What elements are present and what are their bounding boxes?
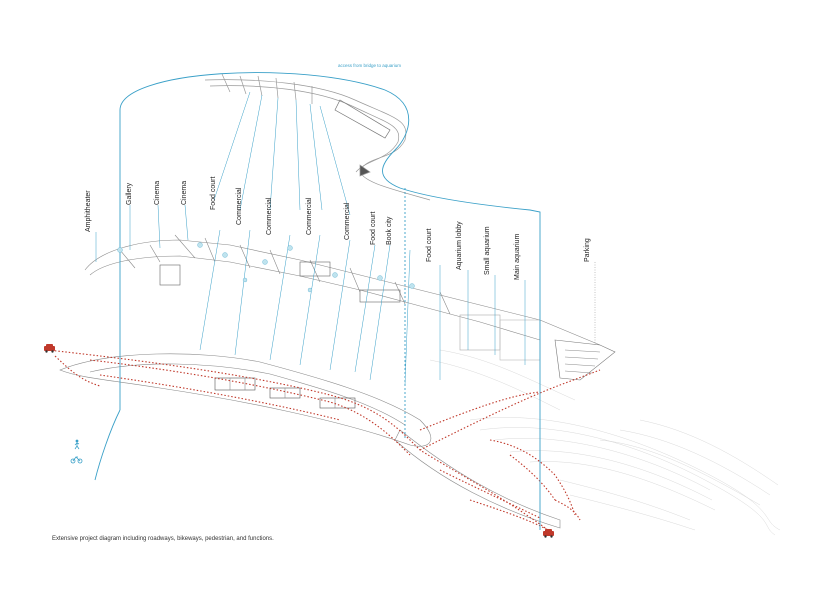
functions-layer xyxy=(84,234,616,381)
label-small-aquarium: Small aquarium xyxy=(484,226,491,275)
label-cinema-2: Cinema xyxy=(181,180,188,205)
label-gallery: Gallery xyxy=(126,182,133,205)
label-food-court-2: Food court xyxy=(370,211,377,245)
label-food-court-1: Food court xyxy=(210,176,217,210)
label-commercial-1: Commercial xyxy=(236,187,243,225)
label-food-court-3: Food court xyxy=(426,228,433,262)
bicycle-icon xyxy=(70,456,83,464)
trees xyxy=(117,242,415,293)
figure-caption: Extensive project diagram including road… xyxy=(52,536,274,542)
label-commercial-2: Commercial xyxy=(266,197,273,235)
label-amphitheater: Amphitheater xyxy=(85,190,92,232)
car-icon xyxy=(44,344,55,353)
pedestrian-route xyxy=(94,72,541,530)
access-note: access from bridge to aquarium xyxy=(338,63,402,68)
label-parking: Parking xyxy=(584,238,591,262)
label-commercial-4: Commercial xyxy=(344,202,351,240)
pedestrian-icon xyxy=(74,439,80,450)
terrain-contours xyxy=(429,349,781,536)
label-cinema-1: Cinema xyxy=(154,180,161,205)
label-aquarium-lobby: Aquarium lobby xyxy=(456,221,463,270)
label-main-aquarium: Main aquarium xyxy=(514,233,521,280)
label-book-city: Book city xyxy=(386,216,393,245)
leader-lines xyxy=(95,91,596,386)
car-icon xyxy=(543,529,554,538)
bridge-structure xyxy=(204,73,431,201)
roadway-paths xyxy=(47,349,601,531)
label-commercial-3: Commercial xyxy=(306,197,313,235)
